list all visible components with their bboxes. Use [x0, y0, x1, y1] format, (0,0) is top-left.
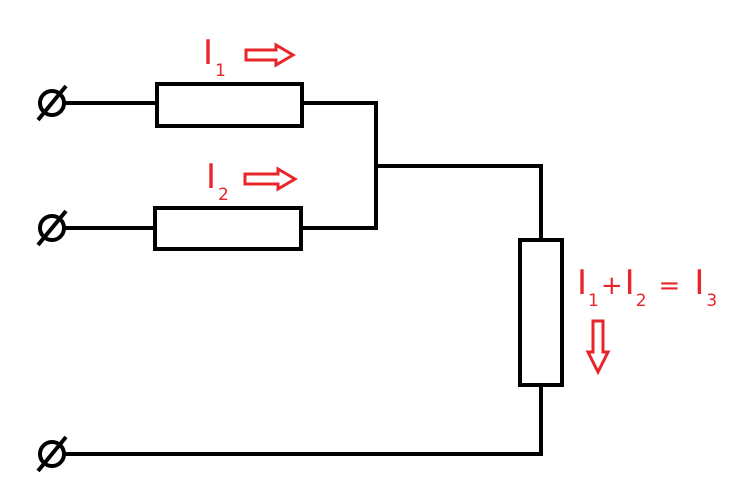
i2-subscript: 2 [218, 185, 229, 205]
terminal-2-icon [36, 209, 68, 247]
i1-subscript: 1 [215, 61, 226, 81]
resistor-3 [518, 238, 564, 387]
eq-i2-subscript: 2 [635, 291, 647, 311]
current-arrow-2-icon [243, 166, 298, 192]
resistor-2 [153, 206, 303, 251]
eq-i3-subscript: 3 [706, 291, 718, 311]
terminal-1-icon [36, 84, 68, 122]
terminal-3-icon [36, 435, 68, 473]
i1-symbol: I [203, 33, 214, 73]
current-arrow-1-icon [244, 42, 296, 68]
eq-equals: = [658, 271, 681, 301]
eq-i1-subscript: 1 [588, 291, 599, 311]
current-arrow-3-icon [585, 319, 611, 376]
i2-symbol: I [206, 157, 217, 197]
eq-plus: + [600, 271, 623, 301]
eq-i1-symbol: I [577, 263, 588, 303]
wires [62, 101, 543, 456]
eq-i3-symbol: I [694, 263, 705, 303]
resistor-1 [155, 82, 304, 128]
eq-i2-symbol: I [624, 263, 635, 303]
